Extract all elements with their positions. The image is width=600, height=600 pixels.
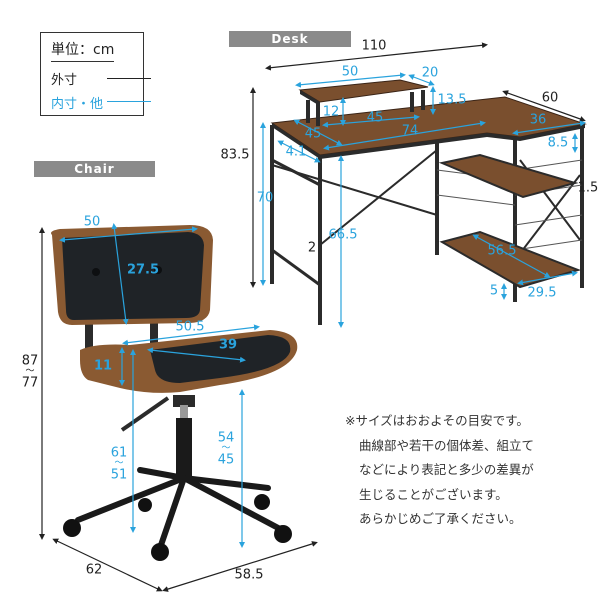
lower-shelf-depth-label: 29.5 (527, 285, 557, 301)
base-width-label: 58.5 (234, 567, 264, 583)
seat-width-label: 50.5 (175, 319, 205, 335)
seat-thickness-label: 11 (93, 358, 113, 374)
knee-height-label: 66.5 (328, 227, 358, 243)
shelf-width-label: 50 (341, 64, 359, 80)
desk-height-label: 70 (256, 190, 274, 206)
chair-drawing (51, 225, 298, 561)
desk-width-label: 110 (361, 38, 387, 54)
lower-shelf-length-label: 56.5 (487, 243, 517, 259)
shelf-clearance-label: 12 (322, 104, 340, 120)
desk-depth-label: 60 (541, 90, 559, 106)
chair-dimension-lines (39, 223, 318, 592)
wing-inner-label: 36 (529, 112, 547, 128)
back-height-label: 27.5 (126, 262, 160, 278)
outer-dimension-label: 外寸 (51, 73, 78, 88)
inner-width-label: 74 (401, 123, 419, 139)
armrest-height-label: 61 〜 51 (110, 445, 128, 483)
left-depth-label: 45 (304, 126, 322, 142)
inner-arrow-icon (107, 101, 151, 102)
desk-middle-shelf (438, 153, 579, 199)
seat-depth-label: 39 (218, 337, 238, 353)
outer-arrow-icon (107, 78, 151, 79)
chair-section-tag: Chair (34, 161, 155, 177)
shelf-thickness-label: 1.5 (577, 180, 599, 196)
chair-height-label: 87 〜 77 (21, 353, 39, 391)
shelf-inner-label: 45 (366, 110, 384, 126)
top-thickness-label: 2 (307, 240, 317, 256)
seat-height-label: 54 〜 45 (217, 430, 235, 468)
desk-dimension-lines (250, 42, 586, 328)
lower-shelf-height-label: 5 (489, 283, 499, 299)
desk-section-tag: Desk (229, 31, 351, 47)
back-width-label: 50 (83, 214, 101, 230)
shelf-height-label: 13.5 (437, 92, 467, 108)
inner-dimension-label: 内寸・他 (51, 97, 104, 112)
unit-legend: 単位：cm 外寸 内寸・他 (40, 32, 151, 116)
wing-gap-label: 8.5 (547, 135, 569, 151)
base-depth-label: 62 (85, 562, 103, 578)
unit-label: 単位：cm (51, 39, 115, 62)
desk-lower-shelf (439, 230, 582, 289)
shelf-depth-label: 20 (421, 65, 439, 81)
size-disclaimer: ※サイズはおおよその目安です。 曲線部や若干の個体差、組立て などにより表記と多… (345, 413, 535, 526)
total-height-label: 83.5 (220, 147, 250, 163)
leg-inner-label: 4.1 (285, 144, 307, 160)
